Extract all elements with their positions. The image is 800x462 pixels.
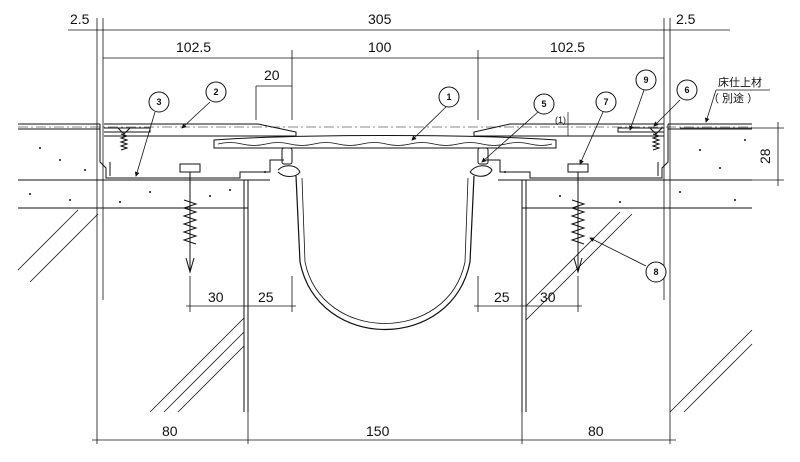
floor-finish-leader xyxy=(704,89,770,123)
dim-left-plate: 102.5 xyxy=(176,39,211,55)
right-frame xyxy=(486,124,669,179)
dim-bottom-right: 80 xyxy=(588,423,604,439)
dim-top-left-gap: 2.5 xyxy=(70,11,90,27)
center-clips xyxy=(277,147,493,177)
dim-left-anchor: 30 xyxy=(208,289,224,305)
floor-finish-lines xyxy=(18,123,752,130)
svg-text:5: 5 xyxy=(541,99,546,109)
left-slab xyxy=(18,179,270,412)
right-wall-hatching xyxy=(525,211,753,413)
edge-screws xyxy=(116,127,664,151)
dim-center-plate: 100 xyxy=(368,39,392,55)
left-anchor xyxy=(179,163,201,274)
callout-leaders xyxy=(134,89,681,267)
rubber-loop-seal-inner xyxy=(301,177,469,324)
callout-9: 9 xyxy=(635,69,657,91)
right-slab xyxy=(498,179,752,412)
svg-text:6: 6 xyxy=(684,85,689,95)
bottom-dimensions xyxy=(92,300,676,444)
callout-7: 7 xyxy=(595,91,617,113)
dim-bottom-left: 80 xyxy=(162,423,178,439)
concrete-speckles xyxy=(29,139,746,203)
svg-text:2: 2 xyxy=(213,87,218,97)
callout-5: 5 xyxy=(533,93,555,115)
dim-thickness-note: (1) xyxy=(555,115,566,125)
left-frame xyxy=(99,124,284,179)
dim-left-gap: 25 xyxy=(258,289,274,305)
dim-right-gap: 25 xyxy=(494,289,510,305)
svg-text:1: 1 xyxy=(446,92,451,102)
svg-text:8: 8 xyxy=(653,267,658,277)
callout-2: 2 xyxy=(205,81,227,103)
top-dimensions xyxy=(68,18,730,300)
side-cover-plates xyxy=(104,123,664,137)
right-anchor xyxy=(567,163,589,274)
dim-offset: 20 xyxy=(264,67,280,83)
svg-text:3: 3 xyxy=(156,97,161,107)
rubber-loop-seal xyxy=(295,175,475,331)
svg-text:9: 9 xyxy=(643,75,648,85)
callout-1: 1 xyxy=(438,86,460,108)
dim-overall-width: 305 xyxy=(368,11,392,27)
callout-8: 8 xyxy=(645,261,667,283)
callout-3: 3 xyxy=(148,91,170,113)
floor-finish-separate: （ 別途 ） xyxy=(708,91,758,105)
floor-finish-label: 床仕上材 xyxy=(718,75,762,89)
dim-right-anchor: 30 xyxy=(540,289,556,305)
anchor-gap-dimensions xyxy=(186,276,582,312)
dim-right-plate: 102.5 xyxy=(550,39,585,55)
svg-text:7: 7 xyxy=(603,97,608,107)
dim-height: 28 xyxy=(757,148,773,164)
dim-bottom-center: 150 xyxy=(366,423,390,439)
dim-top-right-gap: 2.5 xyxy=(676,11,696,27)
left-wall-hatching xyxy=(17,209,245,413)
callout-6: 6 xyxy=(676,79,698,101)
